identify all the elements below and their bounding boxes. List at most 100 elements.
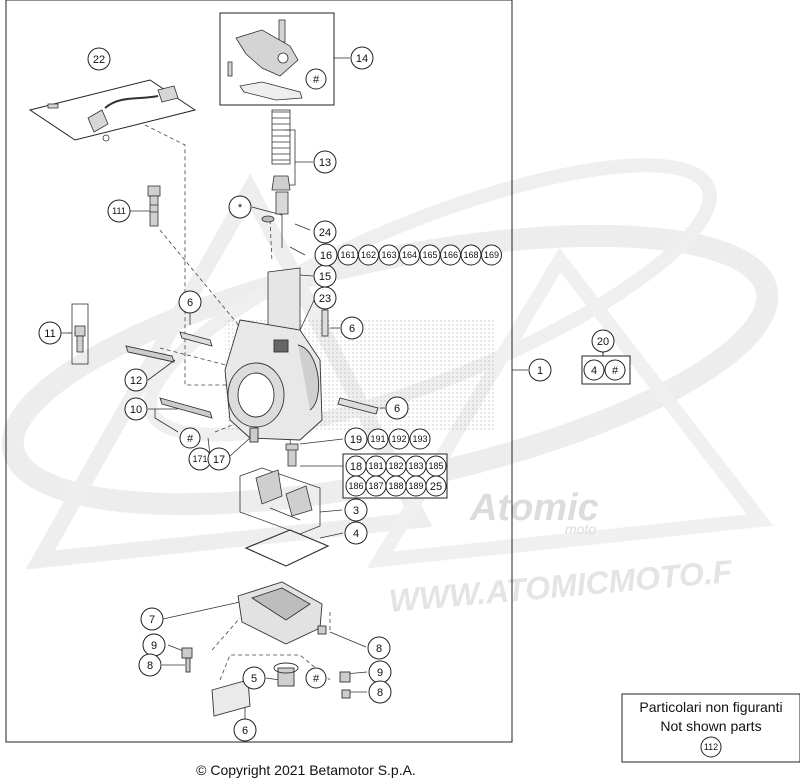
- callout-20: 20: [591, 329, 615, 353]
- callout-17: 17: [207, 447, 231, 471]
- float-bowl: [181, 581, 351, 717]
- kit-part-161: 161: [337, 244, 359, 266]
- svg-text:5: 5: [251, 673, 257, 685]
- callout-7: 7: [140, 607, 164, 631]
- svg-text:12: 12: [130, 375, 142, 387]
- carburetor-body: [125, 319, 379, 443]
- kit-part-165: 165: [419, 244, 441, 266]
- slide-spring-stack: [261, 109, 329, 337]
- callout-hash-5: #: [305, 667, 327, 689]
- not-shown-part-112: 112: [704, 742, 718, 752]
- svg-text:#: #: [313, 673, 320, 685]
- callout-22: 22: [87, 47, 111, 71]
- callout-star: *: [228, 195, 252, 219]
- callouts: 1 14 # 13 * 24 15 23 6 6 22 111 6 11 12 …: [38, 46, 552, 742]
- jets: [285, 443, 299, 467]
- svg-text:186: 186: [348, 481, 363, 491]
- callout-6-bottom: 6: [233, 718, 257, 742]
- svg-text:163: 163: [381, 250, 396, 260]
- copyright: © Copyright 2021 Betamotor S.p.A.: [196, 762, 416, 778]
- callout-3: 3: [344, 498, 368, 522]
- svg-text:162: 162: [361, 250, 376, 260]
- float-bowl-gasket: [244, 529, 330, 567]
- kit-part-183: 183: [405, 455, 427, 477]
- kit-part-168: 168: [460, 244, 482, 266]
- svg-text:111: 111: [112, 206, 126, 216]
- watermark-brand: Atomic: [469, 487, 599, 529]
- svg-text:9: 9: [377, 667, 383, 679]
- svg-text:17: 17: [213, 454, 225, 466]
- svg-text:166: 166: [443, 250, 458, 260]
- callout-6-right-upper: 6: [340, 316, 364, 340]
- part-11-screw: [71, 303, 89, 365]
- kit-19-row: 19 191 192 193: [344, 427, 431, 451]
- watermark-brand-sub: moto: [565, 521, 596, 537]
- callout-25: 25: [425, 475, 447, 497]
- svg-text:13: 13: [319, 157, 331, 169]
- svg-text:191: 191: [370, 434, 385, 444]
- callout-4: 4: [344, 521, 368, 545]
- svg-text:14: 14: [356, 53, 368, 65]
- svg-text:193: 193: [412, 434, 427, 444]
- svg-text:#: #: [187, 433, 194, 445]
- callout-9-left: 9: [142, 633, 166, 657]
- svg-text:165: 165: [422, 250, 437, 260]
- callout-14: 14: [350, 46, 374, 70]
- svg-text:8: 8: [376, 643, 382, 655]
- not-shown-title-it: Particolari non figuranti: [639, 699, 782, 715]
- kit-part-191: 191: [367, 428, 389, 450]
- kit-part-181: 181: [365, 455, 387, 477]
- callout-15: 15: [313, 264, 337, 288]
- callout-12: 12: [124, 368, 148, 392]
- callout-5: 5: [242, 666, 266, 690]
- kit-part-189: 189: [405, 475, 427, 497]
- svg-text:4: 4: [353, 528, 359, 540]
- svg-text:183: 183: [408, 461, 423, 471]
- svg-text:6: 6: [394, 403, 400, 415]
- part-22-frame: [28, 79, 197, 141]
- callout-8-left: 8: [138, 653, 162, 677]
- callout-13: 13: [313, 150, 337, 174]
- svg-text:6: 6: [349, 323, 355, 335]
- svg-text:11: 11: [44, 328, 55, 340]
- svg-text:187: 187: [368, 481, 383, 491]
- callout-19: 19: [344, 427, 368, 451]
- callout-1: 1: [528, 358, 552, 382]
- callout-11: 11: [38, 321, 62, 345]
- watermark: Atomic moto WWW.ATOMICMOTO.F: [1, 158, 779, 619]
- idle-adjust-screw: [147, 185, 161, 227]
- not-shown-title-en: Not shown parts: [660, 718, 761, 734]
- kit-part-163: 163: [378, 244, 400, 266]
- svg-text:161: 161: [340, 250, 355, 260]
- callout-hash-kit20: #: [604, 359, 626, 381]
- svg-text:#: #: [313, 74, 320, 86]
- float-assembly: [239, 467, 321, 535]
- callout-10: 10: [124, 397, 148, 421]
- kit-part-182: 182: [385, 455, 407, 477]
- kit-part-166: 166: [440, 244, 461, 266]
- svg-text:3: 3: [353, 505, 359, 517]
- kit-part-164: 164: [399, 244, 420, 266]
- svg-text:192: 192: [391, 434, 406, 444]
- callout-hash-10: #: [179, 427, 201, 449]
- assembly-frame: [5, 0, 513, 743]
- svg-text:16: 16: [320, 250, 332, 262]
- watermark-url: WWW.ATOMICMOTO.F: [387, 553, 734, 619]
- svg-text:1: 1: [537, 365, 543, 377]
- not-shown-parts-box: Particolari non figuranti Not shown part…: [621, 693, 800, 763]
- svg-text:181: 181: [368, 461, 383, 471]
- svg-text:25: 25: [430, 481, 442, 493]
- svg-text:7: 7: [149, 614, 155, 626]
- callout-23: 23: [313, 286, 337, 310]
- svg-text:182: 182: [388, 461, 403, 471]
- svg-text:9: 9: [151, 640, 157, 652]
- svg-text:168: 168: [463, 250, 478, 260]
- callout-hash-14: #: [305, 68, 327, 90]
- svg-text:164: 164: [402, 250, 417, 260]
- svg-text:6: 6: [242, 725, 248, 737]
- callout-6-left: 6: [178, 290, 202, 314]
- svg-text:189: 189: [408, 481, 423, 491]
- callout-24: 24: [313, 220, 337, 244]
